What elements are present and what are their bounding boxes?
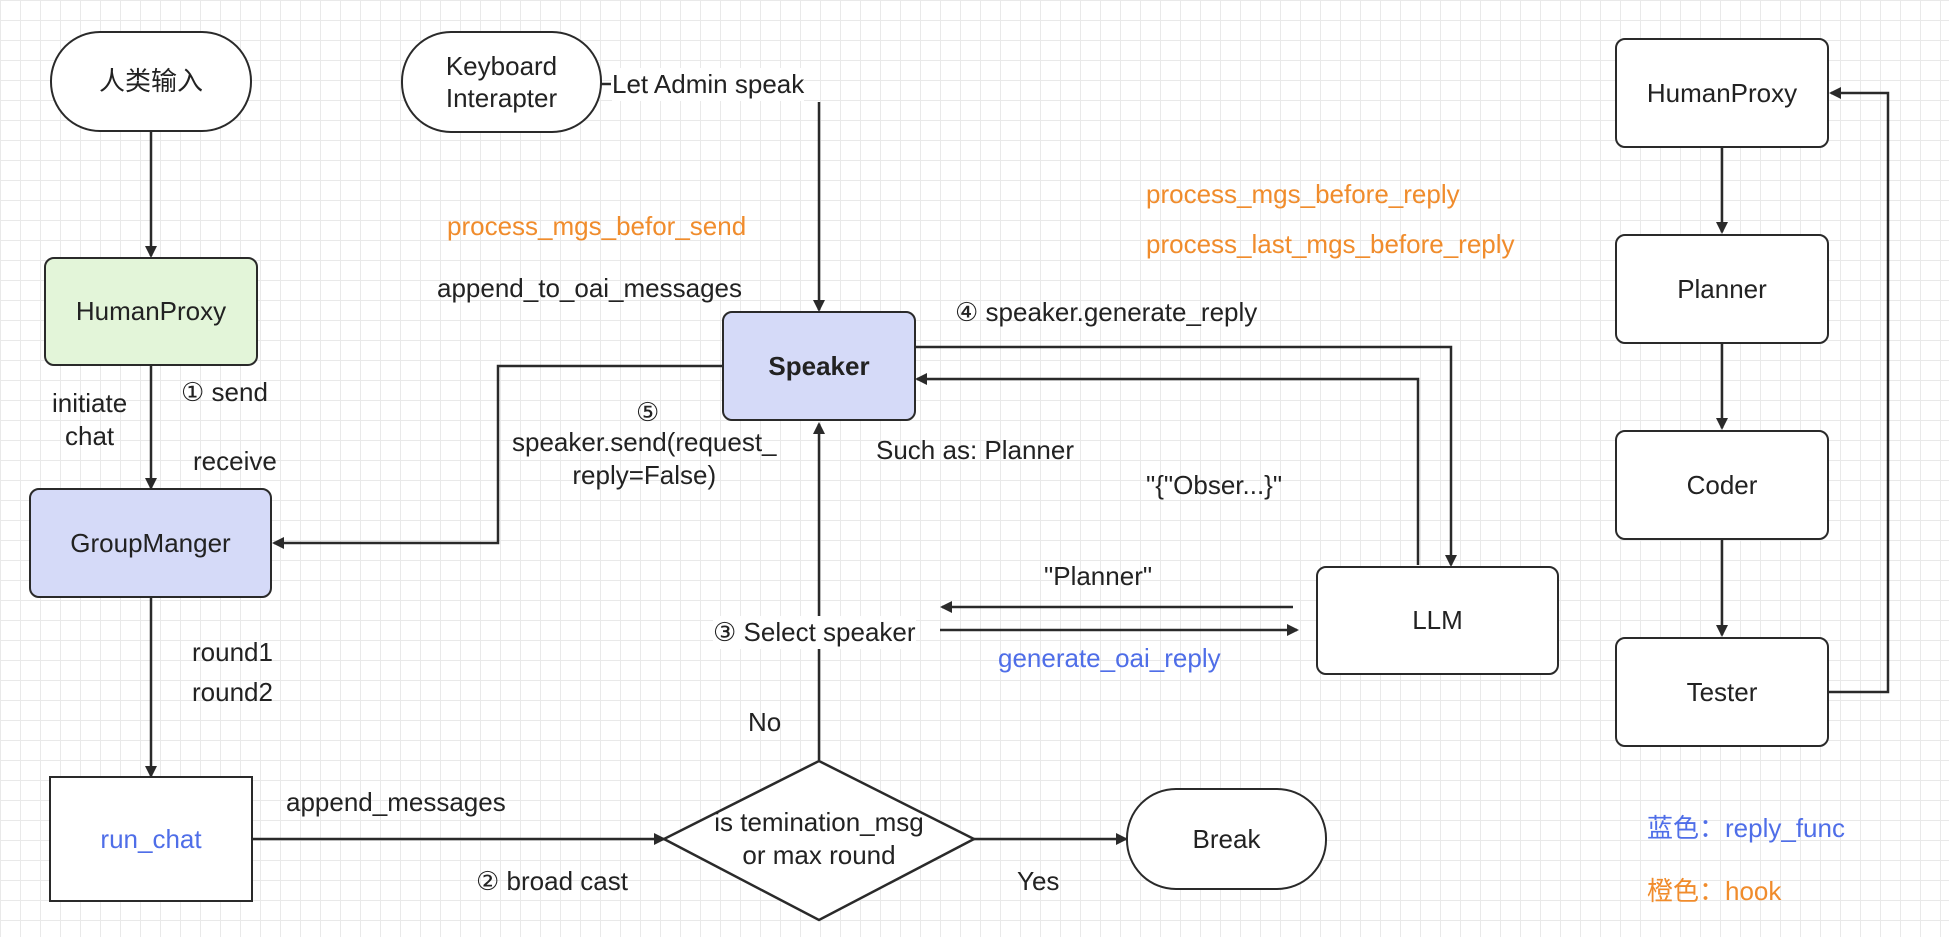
run-chat-node: run_chat <box>49 776 253 902</box>
group-manager-label: GroupManger <box>70 527 231 558</box>
process-last-mgs-before-reply-label: process_last_mgs_before_reply <box>1146 229 1515 259</box>
coder-label: Coder <box>1686 469 1758 500</box>
keyboard-interrupter-node: Keyboard Interapter <box>401 31 602 133</box>
decision-diamond <box>661 759 977 922</box>
humanproxy-left-label: HumanProxy <box>75 296 227 327</box>
no-label: No <box>748 707 782 737</box>
obser-label: "{"Obser...}" <box>1146 470 1283 500</box>
round2-label: round2 <box>192 677 273 707</box>
planner-node: Planner <box>1615 234 1829 344</box>
append-to-oai-messages-label: append_to_oai_messages <box>437 273 743 303</box>
break-node: Break <box>1126 788 1327 890</box>
human-input-label: 人类输入 <box>98 66 203 97</box>
let-admin-speak-label: Let Admin speak <box>612 68 805 101</box>
planner-label: Planner <box>1677 273 1767 304</box>
such-as-planner-label: Such as: Planner <box>876 435 1075 465</box>
legend-blue: 蓝色：reply_func <box>1647 813 1845 843</box>
humanproxy-right-node: HumanProxy <box>1615 38 1829 148</box>
generate-oai-reply-label: generate_oai_reply <box>998 643 1221 673</box>
tester-node: Tester <box>1615 637 1829 747</box>
receive-label: receive <box>193 446 277 476</box>
process-mgs-befor-send-label: process_mgs_befor_send <box>447 211 747 241</box>
edge-llm-to-speaker <box>915 373 1420 565</box>
step2-broadcast-label: ② broad cast <box>476 866 628 896</box>
process-mgs-before-reply-label: process_mgs_before_reply <box>1146 179 1460 209</box>
human-input-node: 人类输入 <box>50 31 252 132</box>
run-chat-label: run_chat <box>100 823 202 854</box>
speaker-label: Speaker <box>768 350 870 381</box>
decision-label: is temination_msg or max round <box>714 807 924 870</box>
step4-generate-reply-label: ④ speaker.generate_reply <box>955 297 1258 327</box>
edge-tester-to-humanproxy <box>1829 87 1890 694</box>
coder-node: Coder <box>1615 430 1829 540</box>
yes-label: Yes <box>1017 866 1060 896</box>
step5-send-label: speaker.send(request_ reply=False) <box>512 427 777 490</box>
round1-label: round1 <box>192 637 273 667</box>
step3-select-speaker-label: ③ Select speaker <box>713 616 916 649</box>
speaker-node: Speaker <box>722 311 916 421</box>
initiate-chat-label: initiate chat <box>52 388 128 451</box>
break-label: Break <box>1192 823 1261 854</box>
llm-label: LLM <box>1412 605 1463 636</box>
append-messages-label: append_messages <box>286 787 506 817</box>
group-manager-node: GroupManger <box>29 488 272 598</box>
humanproxy-right-label: HumanProxy <box>1646 77 1798 108</box>
planner-quoted-label: "Planner" <box>1044 561 1153 591</box>
edge-speaker-to-llm <box>915 345 1457 567</box>
edge-speaker-to-groupmanager <box>272 364 723 549</box>
step1-send-label: ① send <box>181 377 268 407</box>
llm-node: LLM <box>1316 566 1559 675</box>
keyboard-interrupter-label: Keyboard Interapter <box>445 50 558 114</box>
tester-label: Tester <box>1686 676 1758 707</box>
step5-number-label: ⑤ <box>636 397 660 427</box>
legend-orange: 橙色：hook <box>1647 876 1782 906</box>
humanproxy-left-node: HumanProxy <box>44 257 258 366</box>
